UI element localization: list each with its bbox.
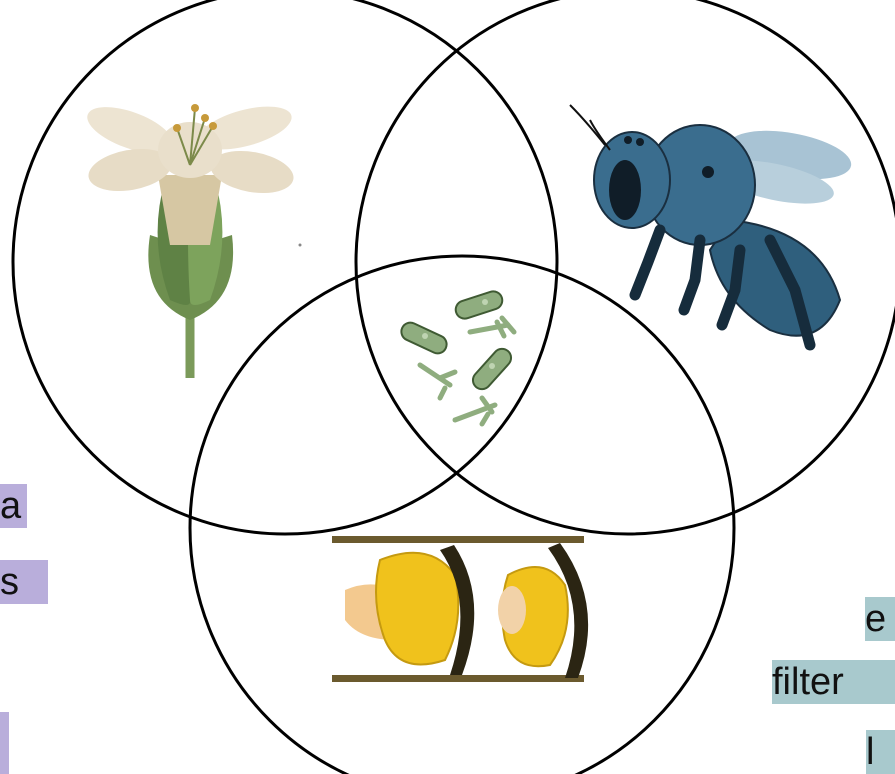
brood-cell-icon — [332, 536, 588, 682]
left-label-line-2: s — [0, 560, 48, 604]
flower-icon — [82, 98, 297, 378]
left-label-line-1: a — [0, 484, 27, 528]
venn-circle-nest — [190, 256, 734, 774]
venn-circle-plant — [13, 0, 557, 534]
left-label-fragment-box — [0, 712, 9, 774]
right-label-line-1: e — [865, 597, 895, 641]
microbes-icon — [398, 289, 514, 424]
bee-icon — [570, 105, 855, 345]
right-label-line-2: filter — [772, 660, 895, 704]
right-label-line-3: l — [866, 730, 895, 774]
